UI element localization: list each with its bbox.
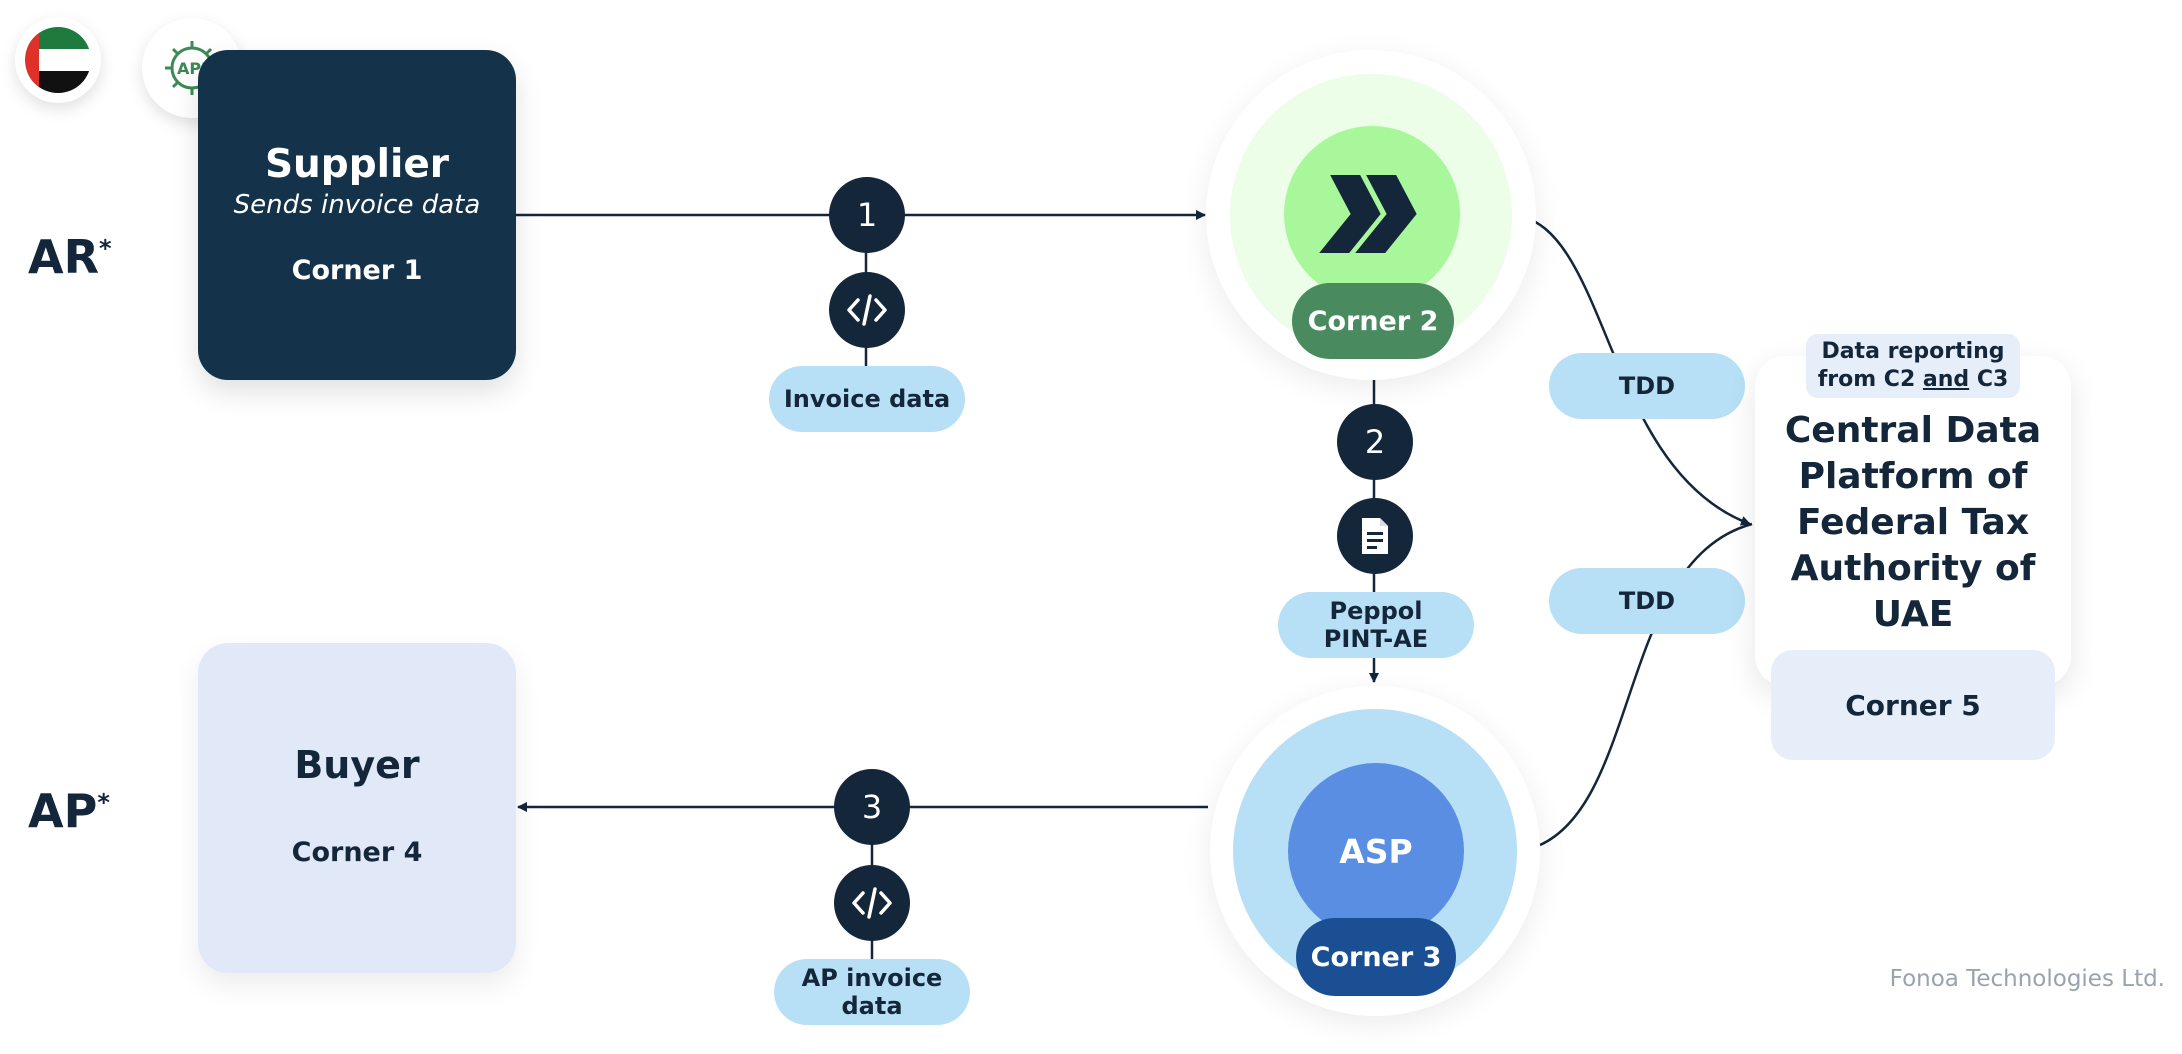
ar-label: AR* [28,230,112,284]
document-icon-step2 [1337,498,1413,574]
step-1-badge: 1 [829,177,905,253]
asp-circle: ASP [1288,763,1464,939]
supplier-corner-label: Corner 1 [291,255,423,286]
step-2-badge: 2 [1337,404,1413,480]
supplier-card: Supplier Sends invoice data Corner 1 [198,50,516,380]
ap-label-text: AP [28,784,98,838]
buyer-card: Buyer Corner 4 [198,643,516,973]
uae-flag-badge [15,17,101,103]
ar-label-text: AR [28,230,100,284]
corner5-label: Corner 5 [1771,650,2055,760]
peppol-pint-ae-pill: Peppol PINT-AE [1278,592,1474,658]
corner2-label: Corner 2 [1292,283,1454,359]
invoice-data-pill: Invoice data [769,366,965,432]
central-platform-card: Central Data Platform of Federal Tax Aut… [1755,356,2071,686]
uae-flag-icon [25,27,91,93]
ar-asterisk: * [99,234,112,263]
ap-asterisk: * [97,788,110,817]
buyer-corner-label: Corner 4 [291,837,423,868]
central-platform-title: Central Data Platform of Federal Tax Aut… [1784,410,2042,635]
data-reporting-c3: C3 [1969,367,2009,392]
step-3-badge: 3 [834,769,910,845]
supplier-subtitle: Sends invoice data [233,190,481,220]
corner2-logo-circle [1284,126,1460,302]
data-reporting-line2: from C2 and C3 [1806,366,2020,394]
supplier-title: Supplier [264,142,450,187]
tdd-curve-bottom [1539,522,1753,847]
ap-invoice-data-pill: AP invoice data [774,959,970,1025]
code-icon-step3 [834,865,910,941]
double-chevron-logo-icon [1319,175,1417,253]
data-reporting-and: and [1922,367,1970,392]
data-reporting-from: from C2 [1817,367,1923,392]
buyer-title: Buyer [294,743,420,787]
ap-label: AP* [28,784,110,838]
data-reporting-line1: Data reporting [1821,339,2005,364]
data-reporting-tag: Data reporting from C2 and C3 [1806,334,2020,398]
corner3-label: Corner 3 [1296,918,1456,996]
tdd-pill-bottom: TDD [1549,568,1745,634]
footer-credit: Fonoa Technologies Ltd. [1889,966,2165,992]
code-icon-step1 [829,272,905,348]
tdd-pill-top: TDD [1549,353,1745,419]
